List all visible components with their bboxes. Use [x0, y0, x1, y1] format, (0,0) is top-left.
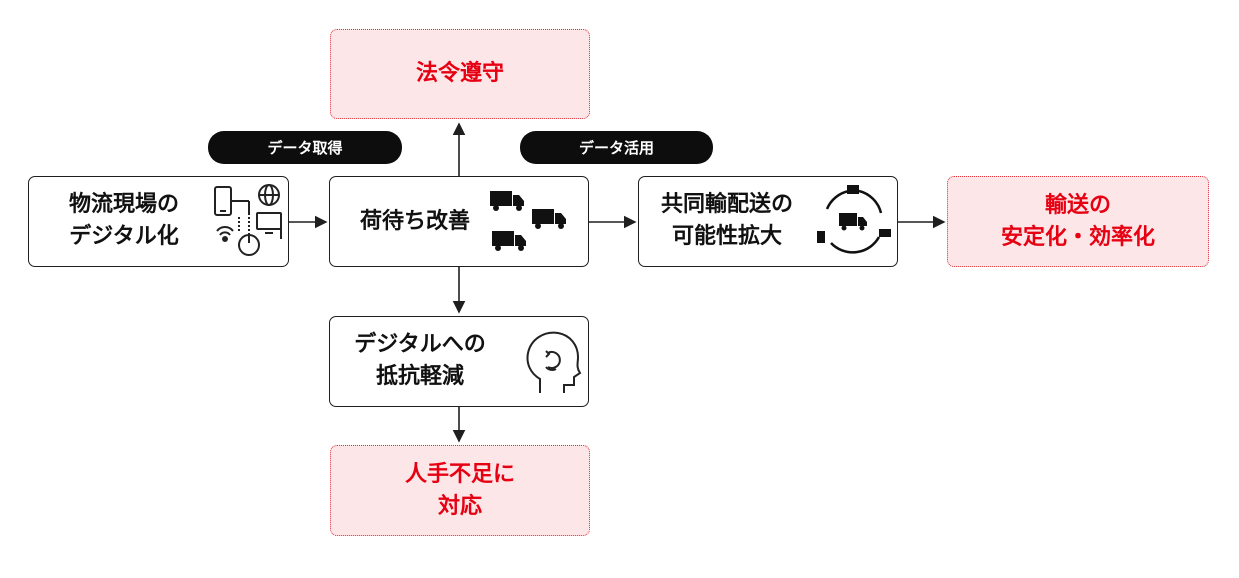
label-data-utilization-text: データ活用 [578, 139, 654, 157]
node-waiting-improvement: 荷待ち改善 [329, 176, 589, 267]
goal-compliance: 法令遵守 [330, 29, 590, 119]
node-resistance-line2: 抵抗軽減 [375, 364, 464, 389]
delivery-cycle-icon [817, 185, 891, 254]
node-resistance-line1: デジタルへの [354, 332, 486, 357]
label-data-acquisition: データ取得 [208, 131, 402, 164]
goal-labor-shortage-line1: 人手不足に [404, 461, 515, 487]
node-digitalization: 物流現場の デジタル化 [28, 176, 289, 267]
goal-stable-transport-line2: 安定化・効率化 [1000, 224, 1155, 250]
goal-labor-shortage-line2: 対応 [437, 493, 482, 519]
node-digitalization-line1: 物流現場の [68, 192, 179, 217]
node-waiting-improvement-text: 荷待ち改善 [359, 209, 470, 234]
devices-network-icon [214, 184, 282, 256]
label-data-utilization: データ活用 [520, 131, 713, 164]
node-digitalization-line2: デジタル化 [69, 224, 179, 249]
goal-stable-transport: 輸送の 安定化・効率化 [947, 176, 1209, 267]
goal-compliance-text: 法令遵守 [415, 61, 504, 86]
node-joint-delivery-line2: 可能性拡大 [671, 224, 782, 249]
node-resistance: デジタルへの 抵抗軽減 [329, 316, 589, 407]
head-mindset-icon [526, 331, 582, 393]
goal-stable-transport-line1: 輸送の [1044, 192, 1111, 218]
label-data-acquisition-text: データ取得 [267, 139, 343, 157]
node-joint-delivery: 共同輸配送の 可能性拡大 [638, 176, 898, 267]
trucks-icon [490, 191, 566, 251]
node-joint-delivery-line1: 共同輸配送の [660, 192, 793, 217]
goal-labor-shortage: 人手不足に 対応 [330, 445, 590, 536]
